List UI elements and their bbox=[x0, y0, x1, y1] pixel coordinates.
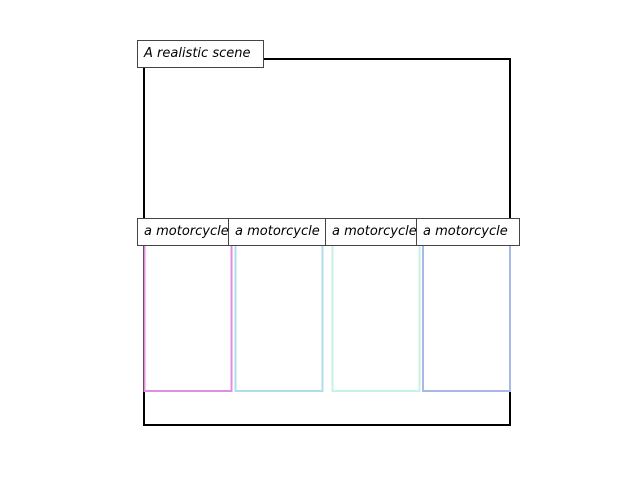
object-box-0 bbox=[143, 230, 233, 392]
scene-caption: A realistic scene bbox=[137, 40, 264, 68]
object-box-1 bbox=[234, 230, 324, 392]
object-box-3 bbox=[422, 230, 511, 392]
object-label-3: a motorcycle bbox=[416, 218, 520, 246]
object-label-0: a motorcycle bbox=[137, 218, 241, 246]
object-box-2 bbox=[331, 230, 421, 392]
object-label-2: a motorcycle bbox=[325, 218, 429, 246]
object-label-1: a motorcycle bbox=[228, 218, 332, 246]
